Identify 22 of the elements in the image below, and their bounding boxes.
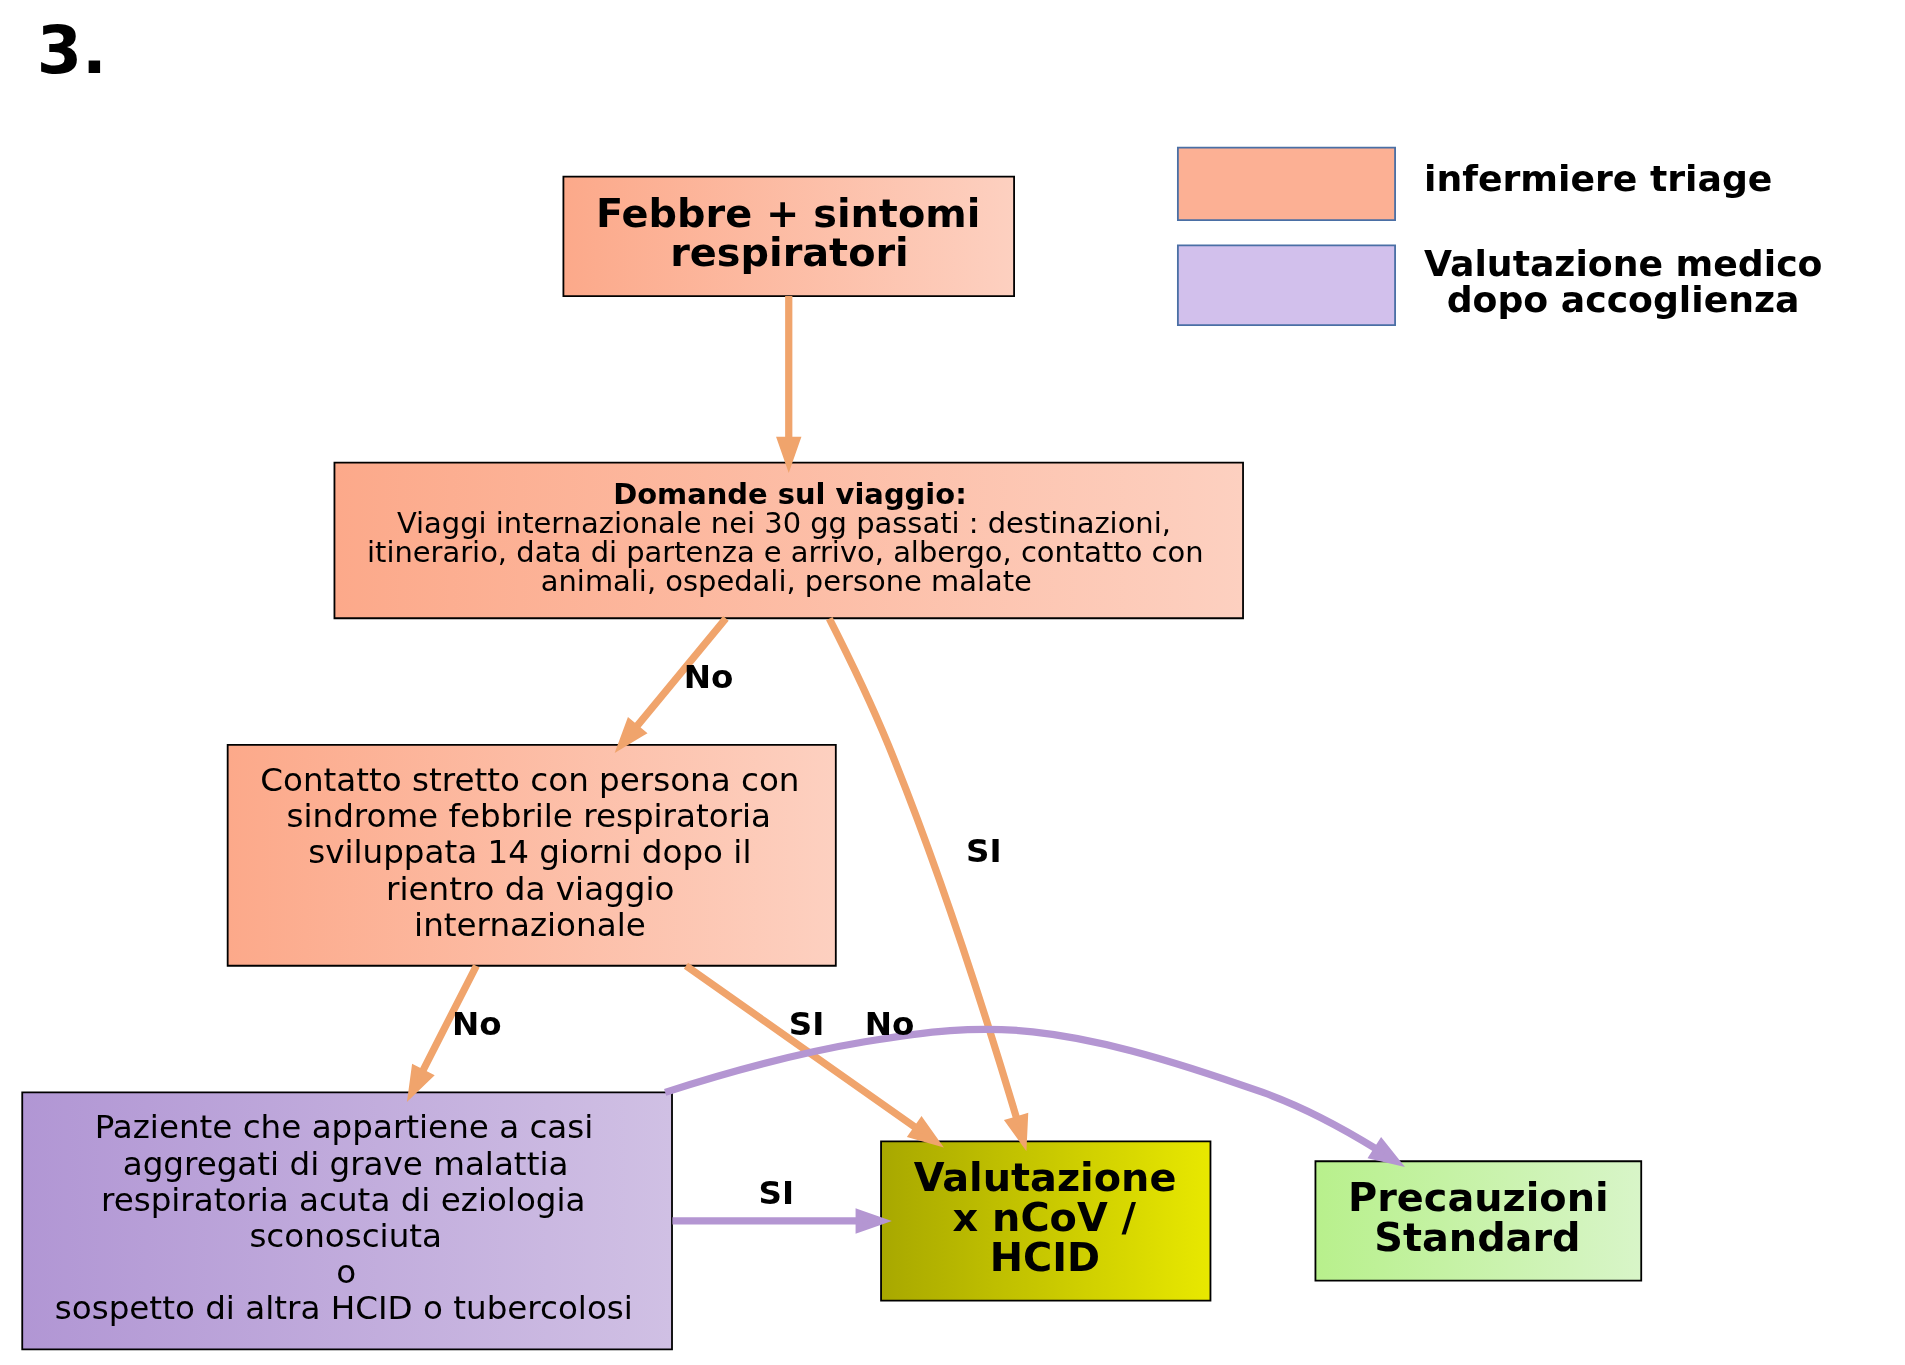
node-box: Precauzioni Standard (1314, 1160, 1642, 1282)
node-box: Contatto stretto con persona con sindrome febbrile respiratoria sviluppata 14 giorni dopo il rientro da viaggio internazionale (226, 744, 837, 967)
node-box: Paziente che appartiene a casi aggregati di grave malattia respiratoria acuta di eziologia sconosciuta o sospetto di altra HCID o tubercolosi (20, 1091, 673, 1351)
arrow (825, 616, 1028, 1152)
arrow (406, 964, 480, 1102)
arrow (663, 1025, 1405, 1168)
arrow (614, 616, 729, 754)
edge-label: SI (788, 1005, 824, 1044)
legend-label: infermiere triage (1423, 157, 1772, 201)
edge-label: SI (965, 831, 1002, 870)
node-box: Febbre + sintomi respiratori (562, 175, 1015, 297)
legend-label: Valutazione medico dopo accoglienza (1423, 242, 1822, 322)
node-box: Valutazione x nCoV / HCID (879, 1140, 1211, 1302)
edge-label: No (451, 1005, 502, 1044)
diagram-title: 3. (36, 13, 107, 89)
arrow (671, 1208, 892, 1234)
arrow (683, 962, 944, 1148)
edge-label: SI (757, 1173, 794, 1212)
edge-label: No (683, 657, 733, 696)
node-box: Domande sul viaggio: Viaggi internazionale nei 30 gg passati : destinazioni, itinerario, data di partenza e arrivo, albergo, contatto con animali, ospedali, persone malate (333, 461, 1244, 620)
arrow (775, 296, 801, 474)
edge-label: No (864, 1005, 914, 1044)
